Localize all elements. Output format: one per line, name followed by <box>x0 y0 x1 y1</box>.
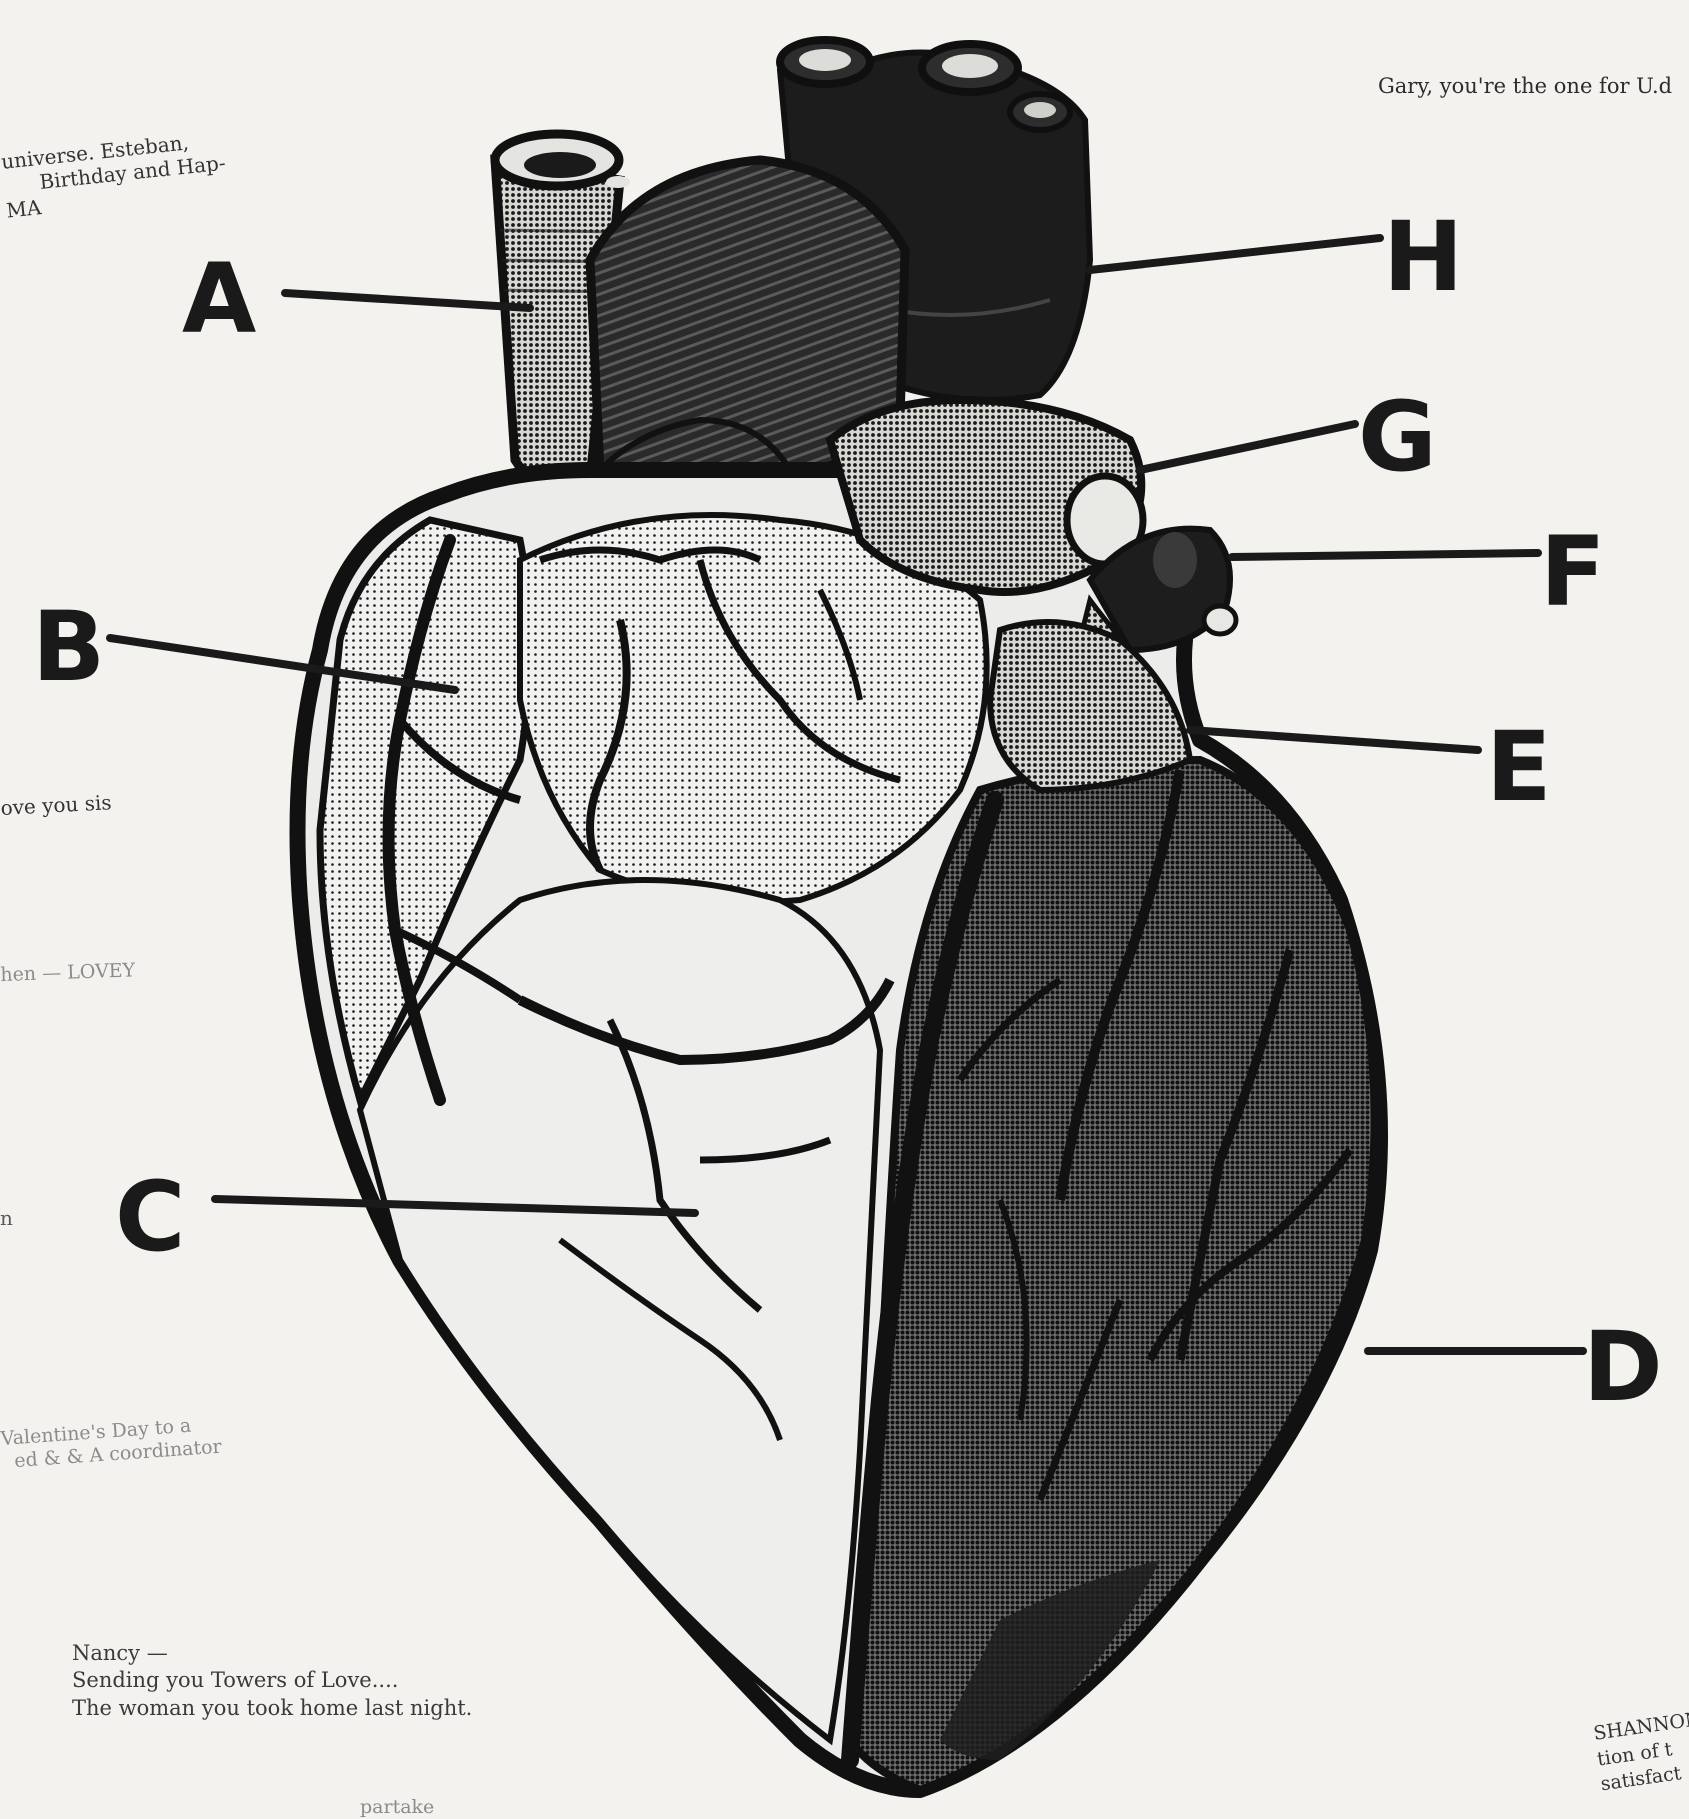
label-c: C <box>115 1161 185 1273</box>
note-lovey: hen — LOVEY <box>0 959 136 987</box>
leader-line-f <box>1232 553 1538 557</box>
label-h: H <box>1383 201 1463 313</box>
note-sis: ove you sis <box>0 790 112 820</box>
leader-line-a <box>285 293 530 308</box>
aorta-vessel <box>780 40 1090 400</box>
label-a: A <box>182 243 256 355</box>
note-gary: Gary, you're the one for U.d <box>1378 74 1672 100</box>
note-nancy-line3: The woman you took home last night. <box>72 1695 472 1722</box>
leader-line-h <box>1090 238 1380 270</box>
note-valentine: Valentine's Day to a ed & & A coordinato… <box>0 1413 222 1475</box>
pulmonary-trunk <box>590 160 905 483</box>
leader-line-g <box>1140 424 1355 470</box>
label-f: F <box>1540 516 1606 628</box>
label-g: G <box>1358 381 1437 493</box>
note-shannon: SHANNON tion of t satisfact <box>1592 1707 1689 1798</box>
note-nancy-line1: Nancy — <box>72 1640 472 1667</box>
note-nancy: Nancy — Sending you Towers of Love.... T… <box>72 1640 472 1722</box>
leader-line-c <box>215 1199 695 1213</box>
label-b: B <box>32 591 105 703</box>
superior-vena-cava <box>495 134 630 487</box>
leader-lines <box>110 238 1583 1351</box>
note-esteban: universe. Esteban, Birthday and Hap- MA <box>0 127 229 223</box>
leader-line-e <box>1190 730 1478 750</box>
note-nancy-line2: Sending you Towers of Love.... <box>72 1667 472 1694</box>
heart-body <box>298 400 1381 1790</box>
label-d: D <box>1583 1311 1663 1423</box>
note-partake: partake <box>360 1796 434 1819</box>
leader-line-b <box>110 638 455 690</box>
note-n: n <box>0 1206 13 1230</box>
pulmonary-veins <box>1080 529 1236 700</box>
label-e: E <box>1486 711 1552 823</box>
